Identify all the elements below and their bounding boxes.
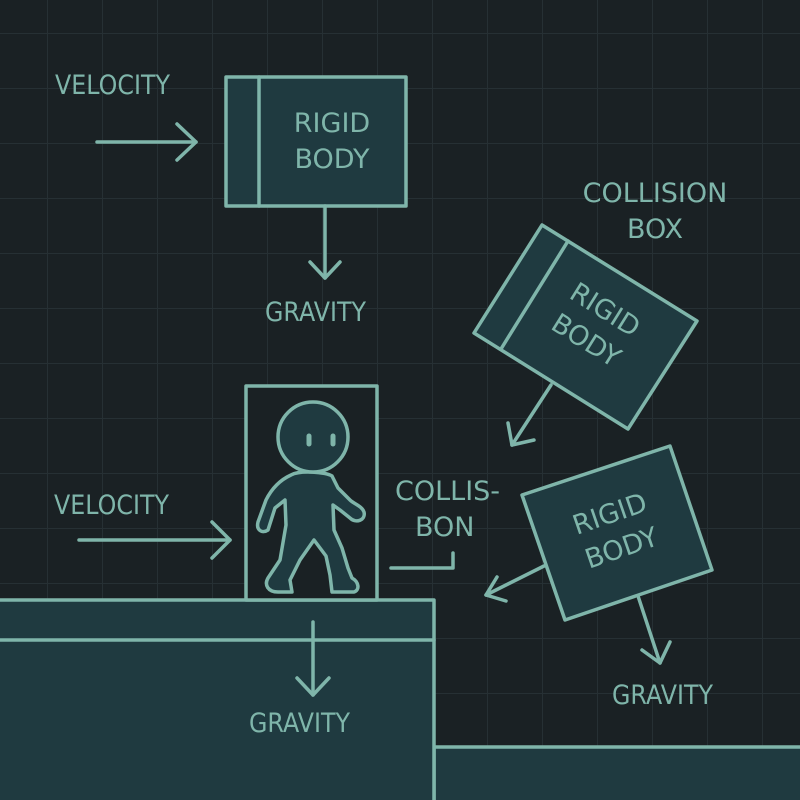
collision-arrow-2 [484, 564, 546, 603]
rigid-body-top-line2: BODY [294, 144, 370, 175]
gravity-arrow-top [308, 204, 342, 280]
rigid-body-top [224, 75, 408, 208]
collision-box-line2: BOX [626, 214, 684, 245]
collision-bracket [389, 551, 455, 570]
rigid-body-top-label: RIGID BODY [262, 106, 402, 178]
collision-label-line2: BON [415, 512, 475, 543]
gravity-label-ground: GRAVITY [249, 708, 350, 739]
velocity-arrow-bottom [77, 520, 232, 560]
rigid-body-collision-box [472, 223, 699, 431]
rigid-body-right [520, 444, 714, 622]
character-head [276, 400, 350, 474]
gravity-arrow-right [636, 594, 672, 665]
velocity-label-bottom: VELOCITY [54, 490, 169, 521]
gravity-arrow-ground [295, 620, 331, 697]
rigid-body-top-line1: RIGID [293, 108, 371, 139]
collision-arrow-1 [506, 383, 553, 447]
collision-label-line1: COLLIS- [395, 476, 501, 507]
character-body [255, 470, 366, 594]
collision-box-label: COLLISION BOX [560, 176, 750, 248]
gravity-label-top: GRAVITY [265, 297, 366, 328]
velocity-label-top: VELOCITY [55, 70, 170, 101]
ground-platform [0, 598, 436, 800]
gravity-label-right: GRAVITY [612, 680, 713, 711]
velocity-arrow-top [95, 122, 198, 162]
platform-right [432, 745, 800, 800]
player-character[interactable] [255, 400, 366, 594]
collision-label: COLLIS- BON [395, 474, 505, 546]
collision-box-line1: COLLISION [582, 178, 728, 209]
